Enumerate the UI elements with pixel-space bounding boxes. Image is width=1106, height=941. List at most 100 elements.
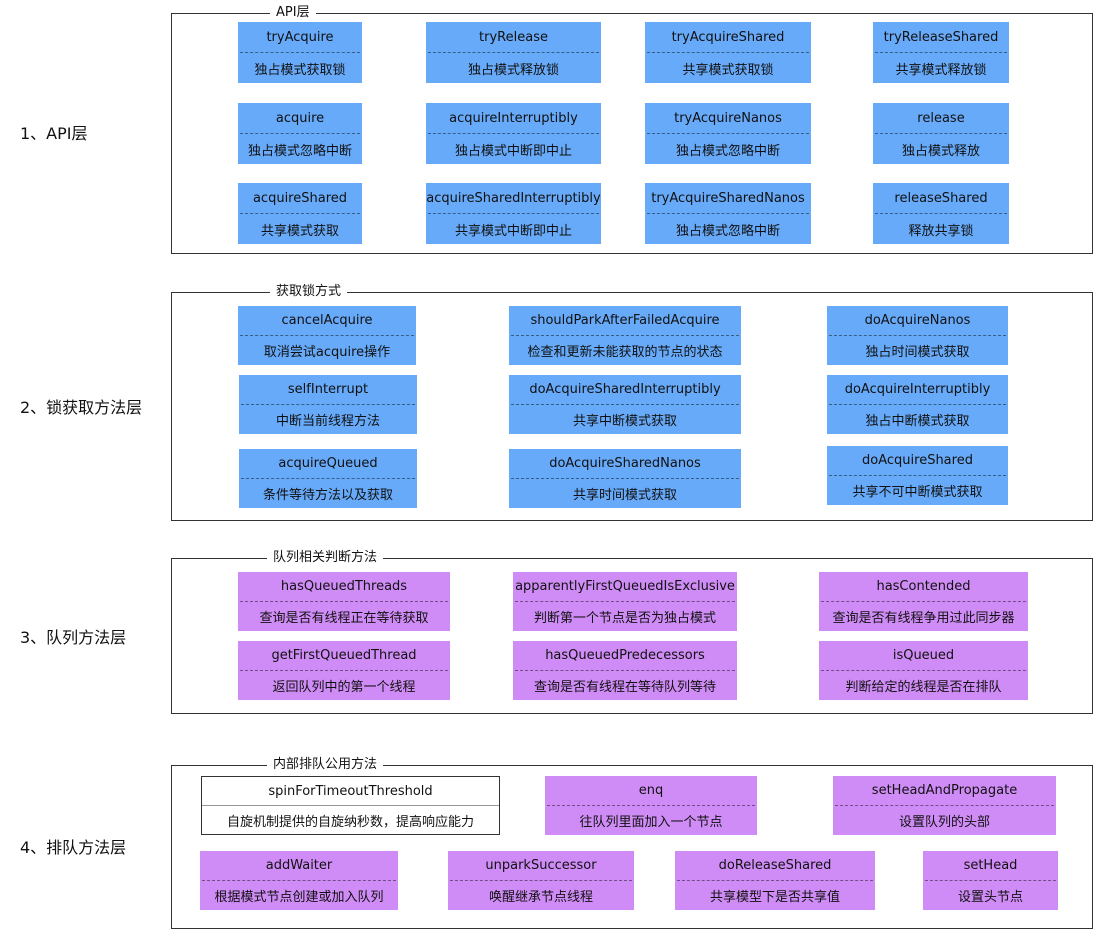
method-description: 查询是否有线程在等待队列等待 bbox=[533, 680, 716, 695]
method-name: hasQueuedThreads bbox=[280, 579, 408, 594]
method-description: 共享模式获取锁 bbox=[682, 62, 774, 78]
box-divider bbox=[829, 404, 1006, 405]
layer-label-enqueue: 4、排队方法层 bbox=[20, 838, 127, 857]
method-box: addWaiter 根据模式节点创建或加入队列 bbox=[200, 851, 398, 910]
box-divider bbox=[677, 880, 873, 881]
method-name: tryRelease bbox=[479, 29, 548, 45]
method-description: 检查和更新未能获取的节点的状态 bbox=[527, 345, 723, 360]
box-divider bbox=[875, 213, 1007, 214]
method-description: 自旋机制提供的自旋纳秒数，提高响应能力 bbox=[226, 814, 474, 830]
method-name: doAcquireInterruptibly bbox=[844, 382, 991, 397]
method-description: 释放共享锁 bbox=[908, 223, 974, 239]
box-divider bbox=[647, 133, 809, 134]
method-name: addWaiter bbox=[265, 858, 333, 873]
queue-group-title: 队列相关判断方法 bbox=[252, 550, 398, 566]
method-box: tryReleaseShared 共享模式释放锁 bbox=[873, 22, 1009, 83]
method-description: 返回队列中的第一个线程 bbox=[272, 680, 416, 695]
box-divider bbox=[515, 601, 735, 602]
box-divider bbox=[547, 805, 755, 806]
method-description: 设置队列的头部 bbox=[898, 815, 990, 830]
method-name: selfInterrupt bbox=[287, 382, 369, 397]
box-divider bbox=[240, 601, 448, 602]
method-box: acquireInterruptibly 独占模式中断即中止 bbox=[426, 103, 601, 164]
method-box: unparkSuccessor 唤醒继承节点线程 bbox=[448, 851, 634, 910]
box-divider bbox=[202, 880, 396, 881]
method-name: enq bbox=[638, 783, 664, 798]
box-divider bbox=[647, 52, 809, 53]
box-divider bbox=[511, 335, 739, 336]
enqueue-group-title: 内部排队公用方法 bbox=[252, 757, 398, 773]
method-name: tryReleaseShared bbox=[883, 29, 999, 45]
method-description: 独占中断模式获取 bbox=[865, 414, 970, 429]
lock-acquire-group-title: 获取锁方式 bbox=[255, 284, 362, 300]
method-description: 共享模式释放锁 bbox=[895, 62, 987, 78]
method-box: setHeadAndPropagate 设置队列的头部 bbox=[833, 776, 1056, 835]
api-layer-group-title: API层 bbox=[256, 5, 330, 21]
box-divider bbox=[647, 213, 809, 214]
api-layer-group: API层 bbox=[171, 5, 1093, 254]
lock-acquire-group: 获取锁方式 bbox=[171, 284, 1093, 521]
method-name: releaseShared bbox=[894, 190, 988, 206]
method-name: cancelAcquire bbox=[281, 313, 373, 328]
method-description: 唤醒继承节点线程 bbox=[488, 890, 593, 905]
queue-group: 队列相关判断方法 bbox=[171, 550, 1093, 714]
method-box: doAcquireInterruptibly 独占中断模式获取 bbox=[827, 375, 1008, 434]
method-description: 条件等待方法以及获取 bbox=[262, 488, 393, 503]
box-divider bbox=[511, 478, 739, 479]
method-box: doAcquireSharedNanos 共享时间模式获取 bbox=[509, 449, 741, 508]
method-description: 判断第一个节点是否为独占模式 bbox=[533, 611, 716, 626]
method-description: 独占模式忽略中断 bbox=[675, 223, 780, 239]
method-description: 独占模式释放 bbox=[901, 143, 980, 159]
method-name: doReleaseShared bbox=[718, 858, 832, 873]
method-box: release 独占模式释放 bbox=[873, 103, 1009, 164]
method-box: spinForTimeoutThreshold 自旋机制提供的自旋纳秒数，提高响应… bbox=[201, 776, 500, 835]
method-name: tryAcquireSharedNanos bbox=[651, 190, 805, 206]
box-divider bbox=[515, 670, 735, 671]
method-description: 共享不可中断模式获取 bbox=[852, 485, 983, 500]
method-description: 独占模式中断即中止 bbox=[454, 143, 572, 159]
method-name: tryAcquireShared bbox=[671, 29, 785, 45]
method-description: 独占模式忽略中断 bbox=[247, 143, 352, 159]
box-divider bbox=[925, 880, 1056, 881]
layer-label-lock-acquire: 2、锁获取方法层 bbox=[20, 398, 143, 417]
box-divider bbox=[202, 805, 499, 806]
method-description: 独占模式忽略中断 bbox=[675, 143, 780, 159]
method-name: spinForTimeoutThreshold bbox=[268, 783, 433, 799]
box-divider bbox=[875, 52, 1007, 53]
method-box: cancelAcquire 取消尝试acquire操作 bbox=[238, 306, 416, 365]
method-description: 判断给定的线程是否在排队 bbox=[845, 680, 1002, 695]
method-description: 往队列里面加入一个节点 bbox=[579, 815, 723, 830]
method-description: 根据模式节点创建或加入队列 bbox=[214, 890, 384, 905]
method-box: apparentlyFirstQueuedIsExclusive 判断第一个节点是… bbox=[513, 572, 737, 631]
method-description: 共享模式中断即中止 bbox=[454, 223, 572, 239]
box-divider bbox=[511, 404, 739, 405]
method-description: 共享时间模式获取 bbox=[572, 488, 677, 503]
box-divider bbox=[240, 133, 360, 134]
method-name: unparkSuccessor bbox=[485, 858, 597, 873]
box-divider bbox=[875, 133, 1007, 134]
box-divider bbox=[428, 133, 599, 134]
method-name: setHeadAndPropagate bbox=[871, 783, 1018, 798]
method-name: apparentlyFirstQueuedIsExclusive bbox=[515, 579, 735, 594]
method-name: hasContended bbox=[876, 579, 971, 594]
box-divider bbox=[240, 213, 360, 214]
box-divider bbox=[829, 335, 1006, 336]
layer-label-queue: 3、队列方法层 bbox=[20, 628, 127, 647]
method-name: release bbox=[917, 110, 965, 126]
method-name: acquireInterruptibly bbox=[449, 110, 578, 126]
method-name: acquire bbox=[275, 110, 325, 126]
method-box: enq 往队列里面加入一个节点 bbox=[545, 776, 757, 835]
method-description: 共享中断模式获取 bbox=[572, 414, 677, 429]
box-divider bbox=[428, 213, 599, 214]
method-name: doAcquireSharedNanos bbox=[549, 456, 701, 471]
method-description: 取消尝试acquire操作 bbox=[263, 345, 391, 360]
method-name: shouldParkAfterFailedAcquire bbox=[530, 313, 720, 328]
